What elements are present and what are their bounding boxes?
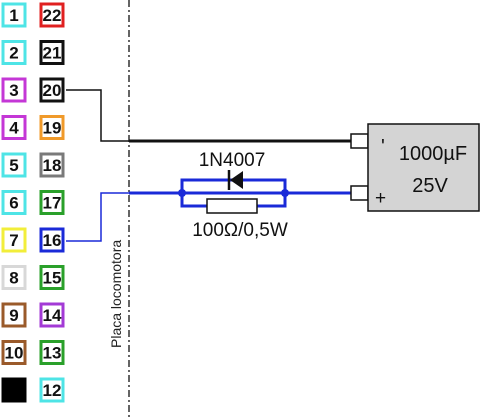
pin-label-right-17: 17 (43, 194, 62, 213)
pin-box-left-1 (1, 2, 27, 28)
pin-box-left-5 (1, 152, 27, 178)
pin-label-left-4: 4 (9, 119, 19, 138)
junction-dot-right (281, 189, 289, 197)
pin-label-left-5: 5 (9, 156, 18, 175)
pin-box-left-8 (1, 265, 27, 290)
pin-label-right-15: 15 (43, 269, 62, 288)
pin-box-right-17 (39, 190, 65, 215)
pin-box-right-19 (39, 115, 65, 140)
pin-box-right-21 (39, 40, 65, 65)
pin-box-right-20 (39, 77, 65, 103)
pin-box-right-15 (39, 265, 65, 290)
pin-label-left-1: 1 (9, 6, 18, 25)
pin-box-right-22 (39, 2, 65, 28)
capacitor: ' 1000µF 25V + (350, 123, 480, 212)
capacitor-voltage-label: 25V (412, 175, 448, 197)
pin-label-right-19: 19 (43, 119, 62, 138)
pin-label-left-8: 8 (9, 269, 18, 288)
capacitor-value-label: 1000µF (399, 143, 467, 165)
wire-negative (66, 89, 351, 142)
board-label: Placa locomotora (108, 240, 124, 348)
pin-label-left-9: 9 (9, 306, 18, 325)
pin-label-right-18: 18 (43, 156, 62, 175)
pin-label-right-20: 20 (43, 81, 62, 100)
junction-dot-left (178, 189, 186, 197)
resistor-symbol (206, 198, 258, 214)
pin-label-right-21: 21 (43, 44, 62, 63)
capacitor-plus-mark: + (375, 188, 386, 209)
pin-label-right-14: 14 (43, 306, 62, 325)
pin-box-right-16 (39, 227, 65, 253)
connector-pins-left: 1 2 3 4 5 6 7 8 9 10 (1, 2, 27, 403)
diode (213, 170, 256, 190)
pin-label-right-12: 12 (43, 381, 62, 400)
resistor-label: 100Ω/0,5W (192, 220, 288, 241)
pin-box-right-14 (39, 302, 65, 328)
pin-label-left-6: 6 (9, 194, 18, 213)
pin-box-left-9 (1, 302, 27, 328)
pin-label-left-3: 3 (9, 81, 18, 100)
pin-label-right-13: 13 (43, 344, 62, 363)
pin-label-left-10: 10 (5, 344, 24, 363)
pin-box-left-gnd (1, 377, 27, 403)
capacitor-body (367, 123, 480, 212)
pin-box-right-12 (39, 377, 65, 403)
pin-box-right-13 (39, 340, 65, 365)
pin-label-left-7: 7 (9, 231, 18, 250)
pin-box-left-10 (1, 340, 27, 365)
pin-box-left-4 (1, 115, 27, 140)
pin-box-right-18 (39, 152, 65, 178)
connector-pins-right: 22 21 20 19 18 17 16 15 14 13 12 (39, 2, 65, 403)
pin-label-left-2: 2 (9, 44, 18, 63)
capacitor-lead-plus (350, 185, 369, 201)
pin-box-left-2 (1, 40, 27, 65)
pin-label-right-16: 16 (43, 231, 62, 250)
pin-box-left-7 (1, 227, 27, 253)
capacitor-lead-minus (350, 133, 369, 149)
pin-box-left-6 (1, 190, 27, 215)
pin-label-right-22: 22 (43, 6, 62, 25)
diode-symbol (230, 171, 243, 189)
capacitor-minus-mark: ' (381, 136, 385, 158)
diode-label: 1N4007 (199, 150, 266, 171)
wire-positive (66, 192, 129, 242)
pin-box-left-3 (1, 77, 27, 103)
